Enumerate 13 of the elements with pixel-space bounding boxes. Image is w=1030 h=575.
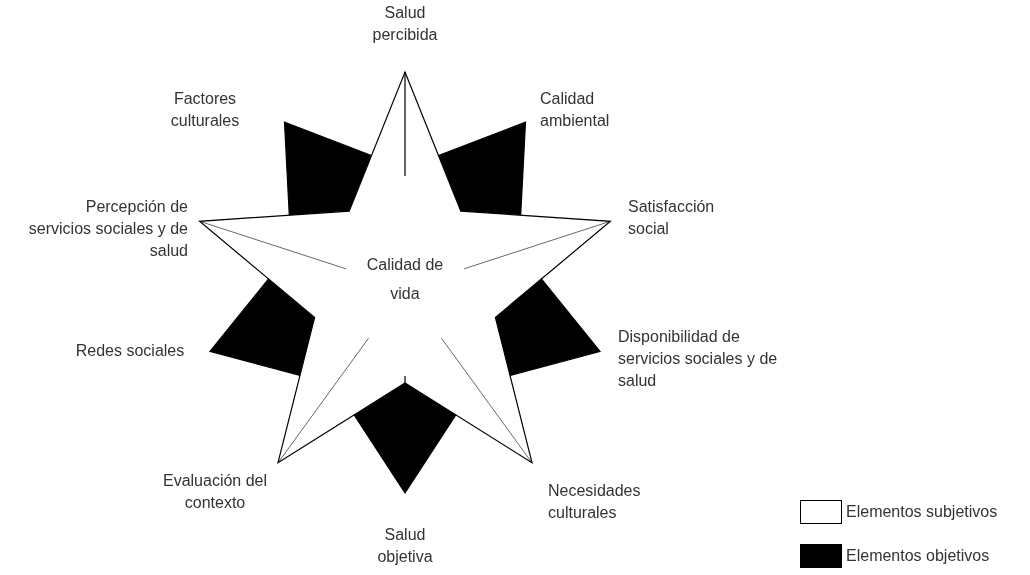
point-label: Salud objetiva [376, 525, 434, 567]
point-label: Redes sociales [75, 341, 185, 361]
point-label: Calidad ambiental [540, 89, 611, 131]
point-label: Percepción de servicios sociales y de salud [27, 197, 188, 261]
point-label: Factores culturales [169, 89, 241, 131]
point-label: Necesidades culturales [548, 481, 642, 523]
center-label: Calidad de vida [365, 250, 445, 308]
point-label: Satisfacción social [628, 197, 716, 239]
point-label: Evaluación del contexto [161, 471, 269, 513]
point-label: Salud percibida [371, 3, 439, 45]
point-label: Disponibilidad de servicios sociales y de salud [618, 327, 779, 391]
legend-label: Elementos objetivos [846, 546, 991, 566]
legend-label: Elementos subjetivos [846, 502, 999, 522]
